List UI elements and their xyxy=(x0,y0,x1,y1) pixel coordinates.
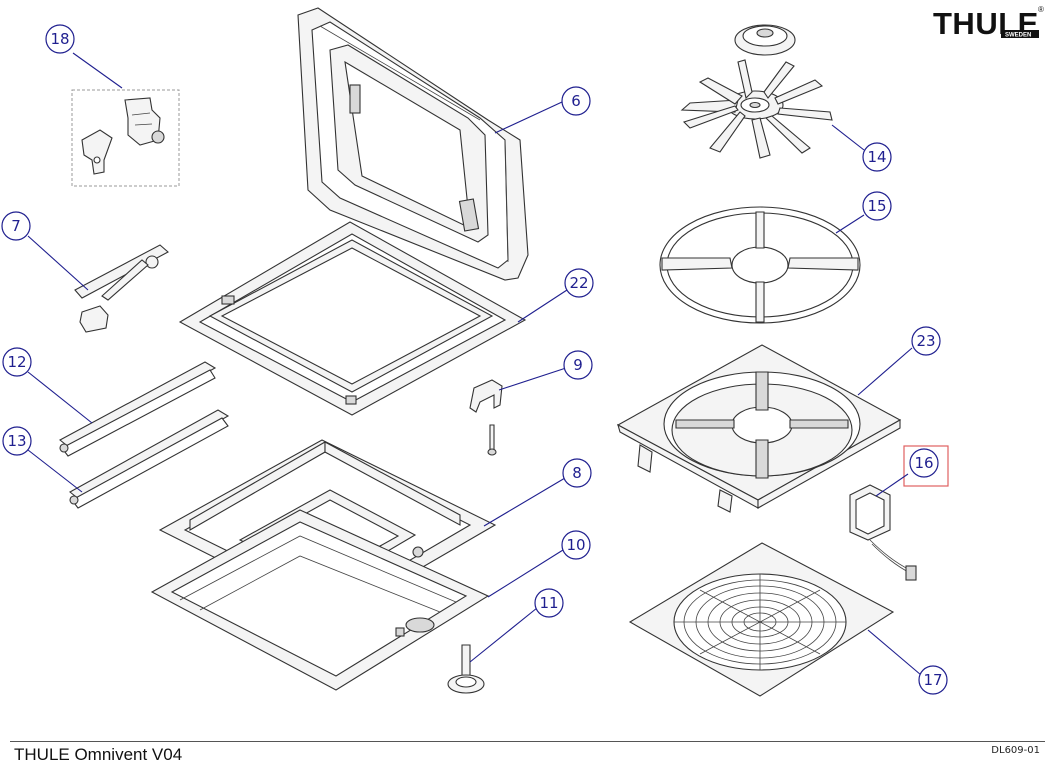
part-9-clip xyxy=(469,379,503,456)
callout-label: 17 xyxy=(923,671,942,689)
callout-label: 23 xyxy=(916,332,935,350)
part-17-grille xyxy=(628,542,895,697)
callout-7: 7 xyxy=(1,211,31,241)
registered-mark: ® xyxy=(1038,5,1044,14)
callout-label: 15 xyxy=(867,197,886,215)
drawing-title: THULE Omnivent V04 xyxy=(14,745,183,764)
part-6-lid xyxy=(297,7,529,281)
callout-9: 9 xyxy=(563,350,593,380)
callout-16: 16 xyxy=(909,448,939,478)
callout-22: 22 xyxy=(564,268,594,298)
callout-23: 23 xyxy=(911,326,941,356)
part-11-crank xyxy=(447,644,485,694)
part-16-bracket xyxy=(849,445,949,581)
part-10-base-frame xyxy=(150,509,490,691)
thule-logo: THULE SWEDEN ® xyxy=(933,5,1044,40)
part-7-arm xyxy=(74,244,169,333)
callout-6: 6 xyxy=(561,86,591,116)
logo-subtext: SWEDEN xyxy=(1005,33,1031,39)
callout-label: 13 xyxy=(7,432,26,450)
part-14-fan xyxy=(680,24,833,159)
callout-15: 15 xyxy=(862,191,892,221)
callout-12: 12 xyxy=(2,347,32,377)
callout-label: 7 xyxy=(11,217,21,235)
callout-10: 10 xyxy=(561,530,591,560)
leader-lines xyxy=(27,52,922,676)
callout-label: 12 xyxy=(7,353,26,371)
callout-14: 14 xyxy=(862,142,892,172)
callout-label: 14 xyxy=(867,148,886,166)
callout-11: 11 xyxy=(534,588,564,618)
part-22-inner-frame xyxy=(178,221,527,416)
callout-label: 10 xyxy=(566,536,585,554)
callout-label: 18 xyxy=(50,30,69,48)
callout-label: 22 xyxy=(569,274,588,292)
callout-label: 11 xyxy=(539,594,558,612)
part-13-rail xyxy=(69,409,230,509)
callout-18: 18 xyxy=(45,24,75,54)
callout-label: 6 xyxy=(571,92,581,110)
callout-label: 16 xyxy=(914,454,933,472)
part-23-fan-housing xyxy=(616,344,902,513)
callout-label: 8 xyxy=(572,464,582,482)
callout-8: 8 xyxy=(562,458,592,488)
part-12-rail xyxy=(59,361,217,457)
callout-13: 13 xyxy=(2,426,32,456)
part-18-clips xyxy=(71,89,180,187)
drawing-code: DL609-01 xyxy=(991,745,1040,756)
callout-17: 17 xyxy=(918,665,948,695)
callout-label: 9 xyxy=(573,356,583,374)
footer-divider xyxy=(10,741,1045,742)
part-15-guard-ring xyxy=(659,206,861,324)
